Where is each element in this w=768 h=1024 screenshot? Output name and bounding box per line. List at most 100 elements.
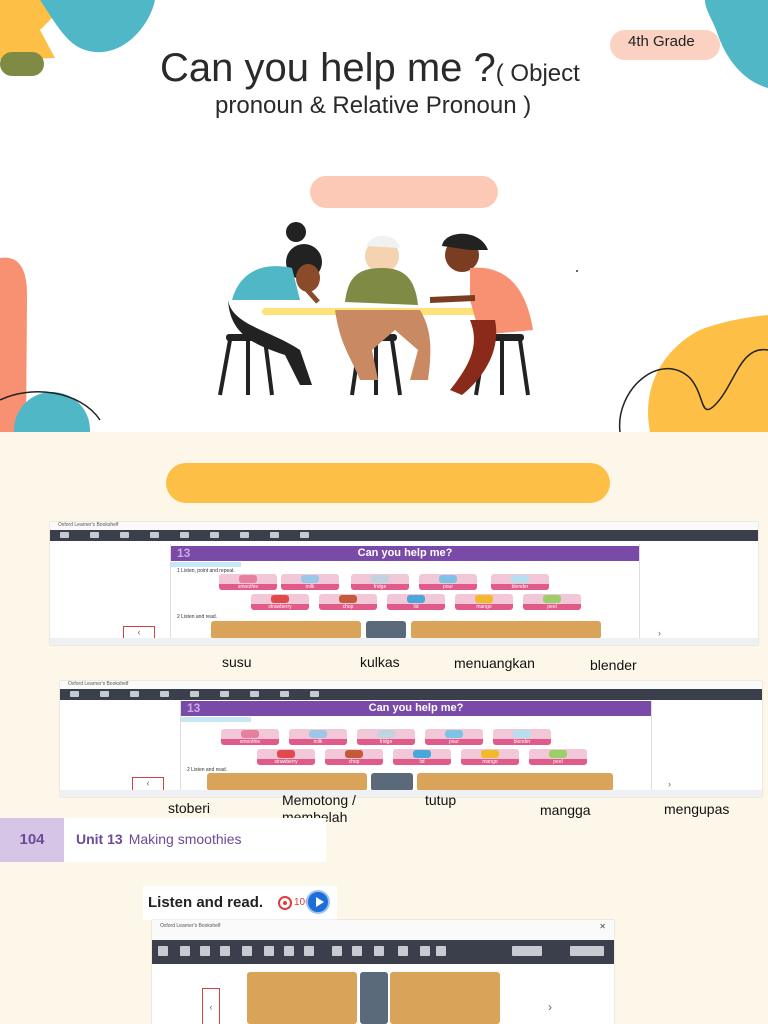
unit-label: Unit 13 Making smoothies — [76, 831, 242, 847]
book-screenshot-3: Oxford Learner's Bookshelf ✕ ‹ › — [152, 920, 614, 1024]
word-card: milk — [289, 729, 347, 745]
word-card: blender — [493, 729, 551, 745]
instruction-2: 2 Listen and read. — [187, 767, 228, 773]
title-slide: Can you help me ?( Object pronoun & Rela… — [0, 0, 768, 432]
chevron-left-icon: ‹ — [209, 1002, 213, 1012]
unit-number: 13 — [187, 701, 201, 715]
app-title: Oxford Learner's Bookshelf — [68, 681, 129, 687]
word-card: mango — [455, 594, 513, 610]
salmon-blob-left — [0, 257, 28, 432]
teal-circle-bottom-left — [14, 392, 90, 432]
chevron-left-icon: ‹ — [137, 627, 141, 637]
app-title: Oxford Learner's Bookshelf — [160, 923, 221, 929]
reader-toolbar — [152, 940, 614, 964]
vocab-label: stoberi — [168, 800, 211, 816]
story-picture-door — [371, 773, 413, 791]
taskbar — [60, 790, 762, 797]
pink-placeholder-bar — [310, 176, 498, 208]
window-titlebar: Oxford Learner's Bookshelf ✕ — [152, 920, 614, 940]
slide-title: Can you help me ?( Object — [160, 46, 580, 91]
chevron-right-icon[interactable]: › — [548, 1000, 552, 1014]
word-card: mango — [461, 749, 519, 765]
yellow-blob-bottom-right — [648, 315, 768, 432]
olive-blob-top-left — [0, 52, 44, 76]
instruction-1: 1 Listen, point and repeat. — [177, 568, 235, 574]
window-titlebar: Oxford Learner's Bookshelf — [60, 681, 762, 689]
yellow-highlight-bar — [166, 463, 610, 503]
lesson-tag — [181, 717, 251, 722]
story-picture-1 — [211, 621, 361, 639]
story-picture-door — [366, 621, 406, 639]
decorative-shapes — [0, 0, 768, 432]
word-card: chop — [325, 749, 383, 765]
book-screenshot-1: Oxford Learner's Bookshelf 13 Can you hel… — [50, 522, 758, 645]
unit-name: Unit 13 — [76, 831, 123, 847]
word-card: strawberry — [257, 749, 315, 765]
word-card: lid — [393, 749, 451, 765]
word-card: peel — [523, 594, 581, 610]
vocab-label: blender — [590, 657, 637, 673]
word-card: smoothie — [219, 574, 277, 590]
book-page: 13 Can you help me? 1 Listen, point and r… — [170, 544, 640, 639]
prev-page-button[interactable]: ‹ — [132, 777, 164, 791]
unit-title: Making smoothies — [128, 831, 242, 847]
unit-number: 13 — [177, 546, 191, 560]
play-icon[interactable] — [306, 890, 330, 914]
banner-title: Can you help me? — [368, 702, 464, 714]
vocab-label: mangga — [540, 802, 591, 818]
grade-badge: 4th Grade — [610, 30, 720, 60]
word-card: fridge — [351, 574, 409, 590]
lesson-tag — [171, 562, 241, 567]
unit-banner: 13 Can you help me? — [171, 546, 639, 561]
vocab-label: susu — [222, 654, 252, 670]
unit-strip: 104 Unit 13 Making smoothies — [0, 818, 326, 862]
audio-track-number: 106 — [294, 897, 311, 908]
title-small-text: ( Object — [495, 60, 580, 87]
story-picture-2 — [417, 773, 613, 791]
reader-toolbar — [60, 689, 762, 700]
word-card: strawberry — [251, 594, 309, 610]
story-picture-1 — [247, 972, 357, 1024]
story-picture-2 — [411, 621, 601, 639]
vocab-label: kulkas — [360, 654, 400, 670]
word-card: pour — [419, 574, 477, 590]
word-card: pour — [425, 729, 483, 745]
unit-banner: 13 Can you help me? — [181, 701, 651, 716]
window-titlebar: Oxford Learner's Bookshelf — [50, 522, 758, 530]
scribble-line-left — [0, 391, 101, 421]
scribble-line-right — [619, 349, 768, 432]
word-card: peel — [529, 749, 587, 765]
app-title: Oxford Learner's Bookshelf — [58, 522, 119, 528]
slide-subtitle: pronoun & Relative Pronoun ) — [215, 92, 532, 119]
book-screenshot-2: Oxford Learner's Bookshelf 13 Can you hel… — [60, 681, 762, 797]
audio-icon[interactable] — [278, 896, 292, 910]
page-number: 104 — [0, 818, 64, 862]
vocab-label: tutup — [425, 792, 457, 808]
teal-blob-top-left — [40, 0, 155, 53]
vocab-label: menuangkan — [454, 655, 535, 671]
word-card: smoothie — [221, 729, 279, 745]
students-illustration — [218, 222, 533, 396]
story-picture-door — [360, 972, 388, 1024]
reader-toolbar — [50, 530, 758, 541]
instruction-2: 2 Listen and read. — [177, 614, 218, 620]
word-card: lid — [387, 594, 445, 610]
chevron-right-icon[interactable]: › — [668, 779, 671, 789]
word-card: blender — [491, 574, 549, 590]
word-card: chop — [319, 594, 377, 610]
title-large-text: Can you help me ? — [160, 46, 496, 90]
chevron-right-icon[interactable]: › — [658, 628, 661, 638]
window-close-icon[interactable]: ✕ — [599, 922, 606, 931]
word-card: fridge — [357, 729, 415, 745]
listen-and-read-header: Listen and read. 106 — [143, 886, 337, 920]
word-card: milk — [281, 574, 339, 590]
listen-label: Listen and read. — [148, 894, 264, 911]
vocab-label: mengupas — [664, 801, 730, 817]
banner-title: Can you help me? — [357, 547, 453, 559]
teal-blob-top-right — [705, 0, 768, 88]
story-picture-2 — [390, 972, 500, 1024]
story-picture-1 — [207, 773, 367, 791]
taskbar — [50, 638, 758, 645]
prev-page-button[interactable]: ‹ — [202, 988, 220, 1024]
chevron-left-icon: ‹ — [146, 778, 150, 788]
